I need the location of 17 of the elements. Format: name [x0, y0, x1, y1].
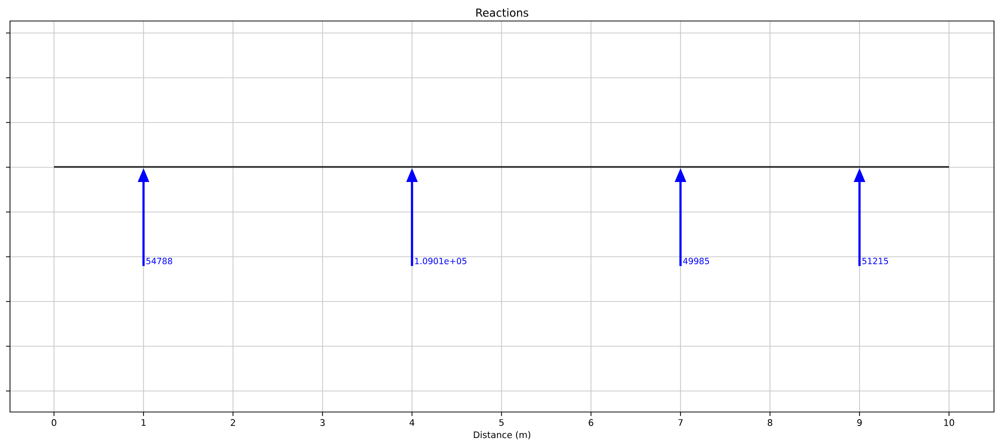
- chart-title: Reactions: [476, 8, 528, 17]
- tick-label: 7: [678, 419, 683, 426]
- tick-label: 1: [142, 419, 146, 426]
- tick-label: 0: [52, 419, 56, 426]
- reaction-value: 51215: [862, 258, 888, 264]
- reaction-value: 49985: [683, 258, 709, 264]
- tick-label: 10: [944, 419, 954, 426]
- tick-label: 5: [499, 419, 504, 426]
- tick-label: 4: [410, 419, 414, 426]
- tick-label: 6: [588, 419, 594, 426]
- reaction-value: 1.0901e+05: [415, 258, 466, 264]
- reaction-value: 54788: [146, 258, 172, 264]
- tick-label: 2: [230, 419, 235, 426]
- tick-label: 3: [320, 419, 325, 426]
- axis-label: Distance (m): [474, 431, 530, 440]
- tick-label: 8: [768, 419, 772, 426]
- tick-label: 9: [857, 419, 862, 426]
